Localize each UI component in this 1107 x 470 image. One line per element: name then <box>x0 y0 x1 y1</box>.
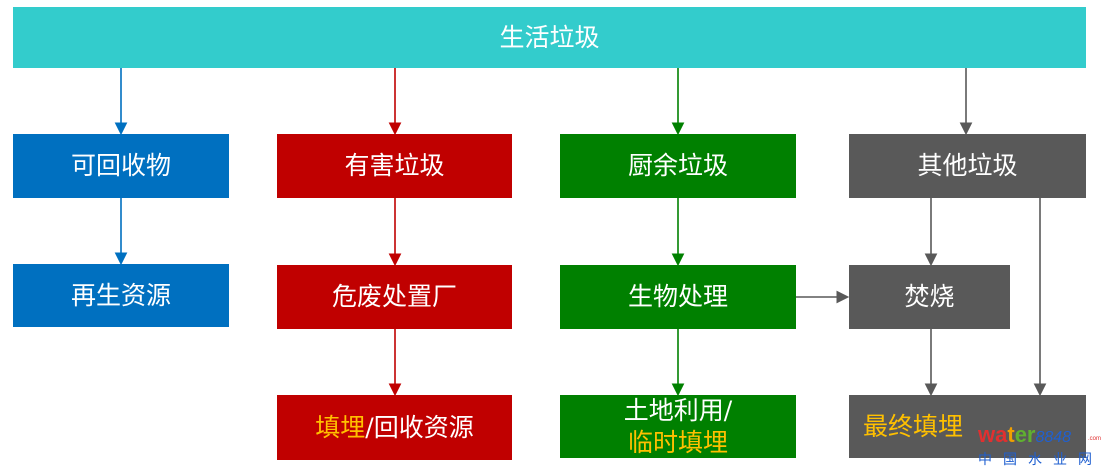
svg-text:water8848: water8848 <box>978 422 1071 447</box>
label-highlight: 填埋 <box>315 412 366 442</box>
hazardous-final-box: 填埋/回收资源 <box>277 395 512 460</box>
final-landfill-box: 最终填埋 <box>849 395 1086 458</box>
label: /回收资源 <box>365 412 474 442</box>
label: 生物处理 <box>627 282 728 312</box>
watermark-logo: water8848 .com 中国水业网 <box>978 422 1103 468</box>
kitchen-box: 厨余垃圾 <box>560 134 796 198</box>
bio-treatment-box: 生物处理 <box>560 265 796 329</box>
label: 焚烧 <box>904 282 955 312</box>
other-box: 其他垃圾 <box>849 134 1086 198</box>
recycled-resources-box: 再生资源 <box>13 264 229 327</box>
root-box: 生活垃圾 <box>13 7 1086 68</box>
label: 有害垃圾 <box>344 151 445 181</box>
label: 厨余垃圾 <box>627 151 728 181</box>
hazardous-box: 有害垃圾 <box>277 134 512 198</box>
svg-text:.com: .com <box>1088 436 1101 442</box>
kitchen-final-box: 土地利用/临时填埋 <box>560 395 796 458</box>
label-group: 填埋/回收资源 <box>315 412 473 443</box>
label: 危废处置厂 <box>331 282 457 312</box>
root-label: 生活垃圾 <box>499 22 600 52</box>
recyclable-box: 可回收物 <box>13 134 229 198</box>
label: 土地利用/ <box>623 396 733 426</box>
incineration-box: 焚烧 <box>849 265 1010 329</box>
label: 可回收物 <box>70 151 171 181</box>
label-highlight: 临时填埋 <box>627 427 728 457</box>
label: 其他垃圾 <box>917 151 1018 181</box>
svg-text:中国水业网: 中国水业网 <box>978 452 1103 468</box>
label: 再生资源 <box>70 280 171 310</box>
hazardous-plant-box: 危废处置厂 <box>277 265 512 329</box>
label-highlight: 最终填埋 <box>863 411 964 441</box>
